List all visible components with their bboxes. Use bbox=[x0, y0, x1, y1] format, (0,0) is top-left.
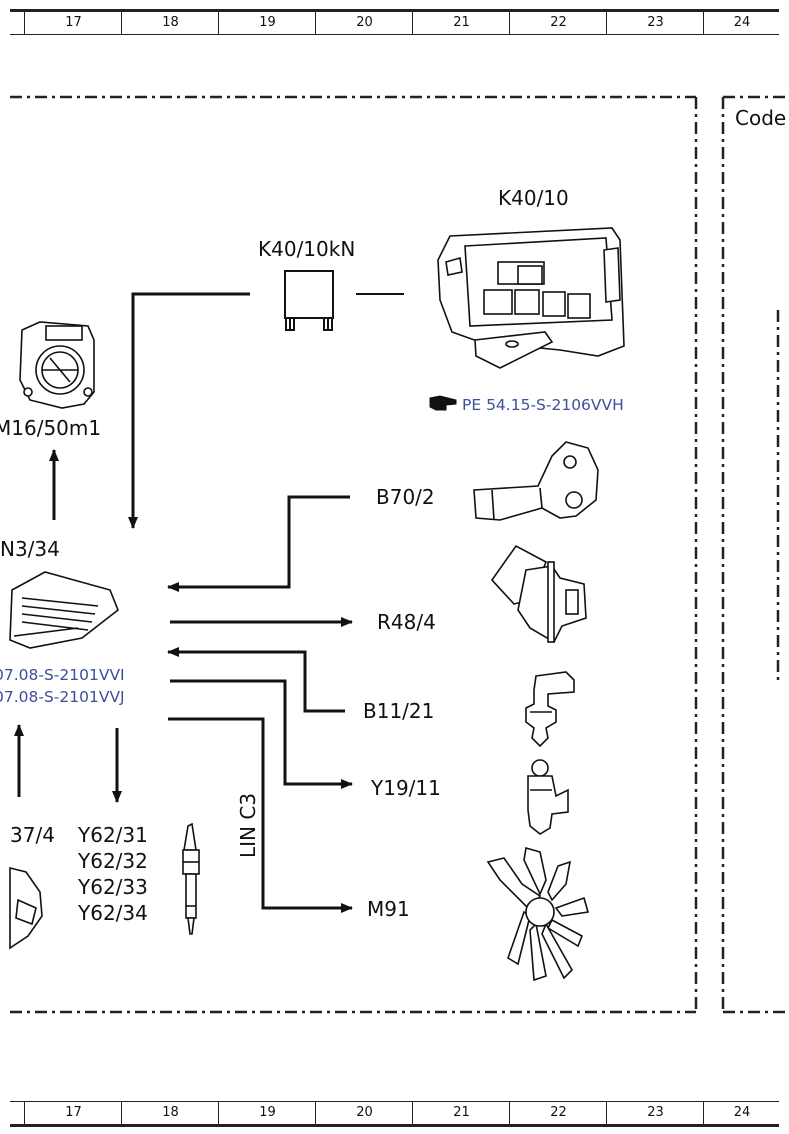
label-b70-2: B70/2 bbox=[376, 485, 435, 509]
ruler-cell-17: 17 bbox=[24, 12, 122, 34]
label-k40-10kn: K40/10kN bbox=[258, 237, 356, 261]
ruler-cell-24: 24 bbox=[703, 12, 780, 34]
label-b11-21: B11/21 bbox=[363, 699, 435, 723]
heater-r48-4-illustration bbox=[490, 544, 587, 644]
label-n3-34: N3/34 bbox=[0, 537, 60, 561]
label-y62-31: Y62/31 bbox=[78, 823, 148, 847]
pointing-hand-icon bbox=[429, 395, 457, 411]
bus-label-lin-c3: LIN C3 bbox=[236, 792, 260, 858]
reference-link-k40[interactable]: PE 54.15-S-2106VVH bbox=[462, 396, 624, 414]
ruler-cell-24: 24 bbox=[703, 1102, 780, 1124]
ruler-cell-18: 18 bbox=[121, 12, 219, 34]
ruler-cell-20: 20 bbox=[315, 12, 413, 34]
ruler-cell-22: 22 bbox=[509, 12, 607, 34]
valve-y19-11-illustration bbox=[527, 759, 569, 835]
label-m16-50m1: M16/50m1 bbox=[0, 416, 102, 440]
label-r48-4: R48/4 bbox=[377, 610, 436, 634]
label-y62-33: Y62/33 bbox=[78, 875, 148, 899]
line-b70-to-n3 bbox=[167, 495, 350, 592]
ruler-cell-20: 20 bbox=[315, 1102, 413, 1124]
ruler-cell-21: 21 bbox=[412, 1102, 510, 1124]
reference-link-n3-b[interactable]: 07.08-S-2101VVJ bbox=[0, 688, 125, 706]
component-37-4-illustration bbox=[9, 866, 43, 950]
ruler-cell-18: 18 bbox=[121, 1102, 219, 1124]
label-y62-34: Y62/34 bbox=[78, 901, 148, 925]
label-y19-11: Y19/11 bbox=[371, 776, 441, 800]
module-k40-10-illustration bbox=[437, 227, 625, 369]
ruler-cell-17: 17 bbox=[24, 1102, 122, 1124]
control-unit-n3-34-illustration bbox=[9, 571, 119, 649]
ruler-cell-21: 21 bbox=[412, 12, 510, 34]
code-panel-title: Code bbox=[735, 106, 787, 130]
label-37-4: 37/4 bbox=[10, 823, 55, 847]
relay-k40-10kn-symbol bbox=[284, 270, 334, 331]
label-y62-32: Y62/32 bbox=[78, 849, 148, 873]
sensor-b11-21-illustration bbox=[525, 671, 575, 748]
line-b11-to-n3 bbox=[167, 647, 345, 713]
throttle-actuator-m16-50m1-illustration bbox=[19, 321, 95, 409]
ruler-cell-22: 22 bbox=[509, 1102, 607, 1124]
column-ruler-bottom: 17 18 19 20 21 22 23 24 bbox=[10, 1101, 779, 1127]
line-n3-to-m91 bbox=[168, 717, 353, 913]
ruler-cell-23: 23 bbox=[606, 12, 704, 34]
ruler-cell-19: 19 bbox=[218, 12, 316, 34]
label-m91: M91 bbox=[367, 897, 410, 921]
line-relay-to-n3 bbox=[128, 292, 250, 529]
line-n3-to-y19 bbox=[170, 679, 353, 789]
ruler-cell-19: 19 bbox=[218, 1102, 316, 1124]
column-ruler-top: 17 18 19 20 21 22 23 24 bbox=[10, 9, 779, 35]
ruler-cell-23: 23 bbox=[606, 1102, 704, 1124]
label-k40-10: K40/10 bbox=[498, 186, 569, 210]
frame-code-panel bbox=[721, 95, 789, 1014]
injector-y62-illustration bbox=[182, 822, 200, 935]
reference-link-n3-a[interactable]: 07.08-S-2101VVI bbox=[0, 666, 125, 684]
sensor-b70-2-illustration bbox=[473, 441, 599, 521]
fan-m91-illustration bbox=[486, 846, 590, 982]
frame-main bbox=[10, 95, 698, 1014]
